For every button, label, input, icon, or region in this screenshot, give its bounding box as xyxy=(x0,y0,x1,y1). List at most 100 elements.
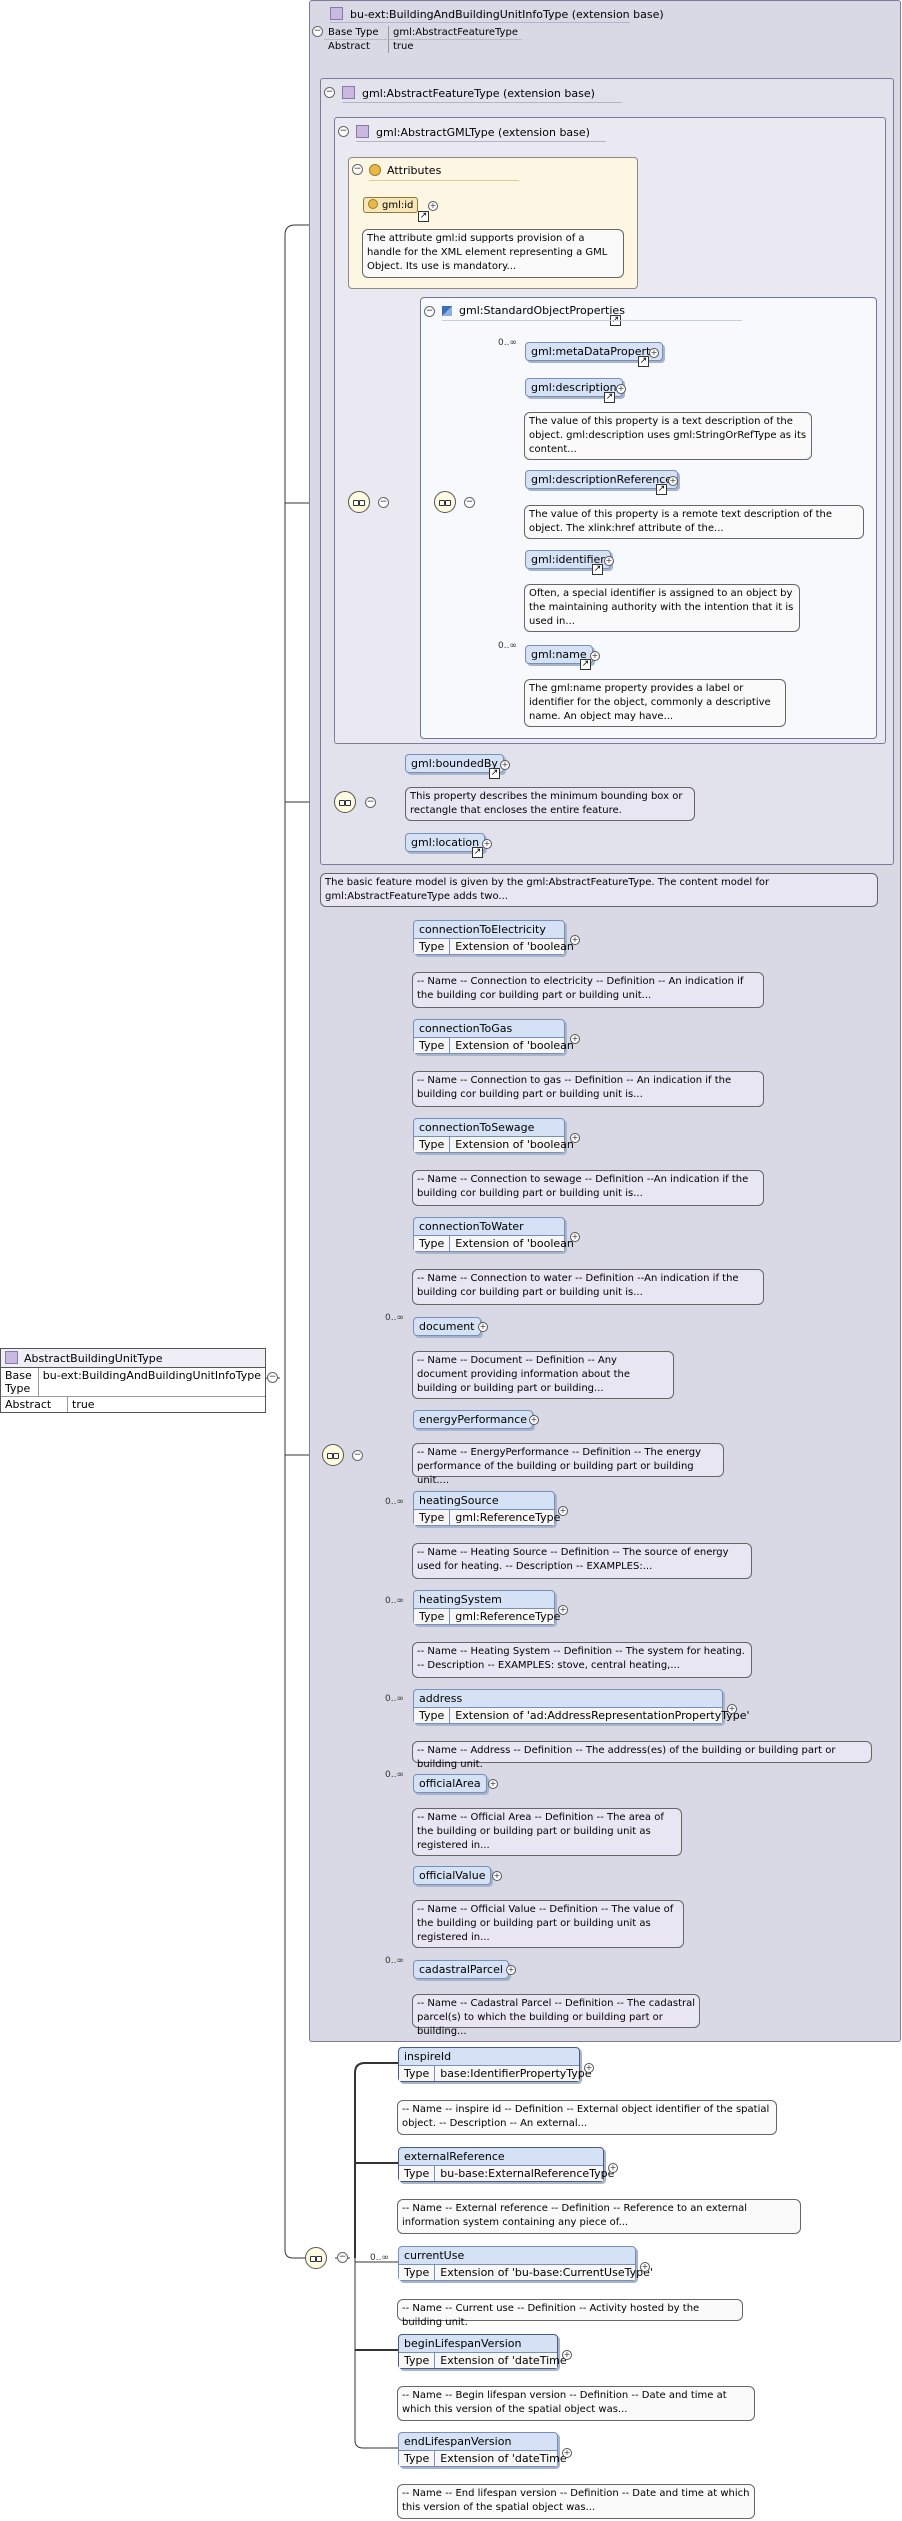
element-name: currentUse xyxy=(404,2249,465,2262)
base-type-collapse-toggle[interactable]: − xyxy=(312,26,323,37)
root-type-box[interactable]: AbstractBuildingUnitType Base Type bu-ex… xyxy=(0,1348,266,1413)
expand-icon[interactable]: + xyxy=(488,1779,498,1789)
expand-icon[interactable]: + xyxy=(640,2262,650,2272)
expand-icon[interactable]: + xyxy=(492,1871,502,1881)
occurrence-label: 0..∞ xyxy=(370,2253,389,2263)
element-document[interactable]: document xyxy=(413,1317,481,1336)
sequence-collapse-toggle[interactable]: − xyxy=(365,797,376,808)
expand-icon[interactable]: + xyxy=(500,760,510,770)
expand-icon[interactable]: + xyxy=(668,476,678,486)
attributes-collapse-toggle[interactable]: − xyxy=(352,164,363,175)
gml-id-expand-icon[interactable]: + xyxy=(428,201,438,211)
expand-icon[interactable]: + xyxy=(570,935,580,945)
element-gml-location[interactable]: gml:location xyxy=(405,833,486,852)
element-gml-description[interactable]: gml:description xyxy=(525,378,623,397)
gml-id-attribute[interactable]: gml:id xyxy=(363,197,419,213)
reference-icon[interactable]: ↗ xyxy=(580,659,591,670)
sequence-collapse-toggle[interactable]: − xyxy=(378,497,389,508)
expand-icon[interactable]: + xyxy=(529,1415,539,1425)
element-cadastralparcel[interactable]: cadastralParcel xyxy=(413,1960,509,1979)
element-officialarea[interactable]: officialArea xyxy=(413,1774,487,1793)
element-gml-descriptionreference[interactable]: gml:descriptionReference xyxy=(525,470,679,489)
sequence-icon[interactable] xyxy=(322,1444,344,1466)
reference-icon[interactable]: ↗ xyxy=(472,847,483,858)
expand-icon[interactable]: + xyxy=(608,2163,618,2173)
reference-icon[interactable]: ↗ xyxy=(638,356,649,367)
reference-icon[interactable]: ↗ xyxy=(656,484,667,495)
reference-icon[interactable]: ↗ xyxy=(592,564,603,575)
sequence-icon[interactable] xyxy=(305,2247,327,2269)
type-label: Type xyxy=(414,1236,451,1251)
element-name: connectionToGas xyxy=(419,1022,513,1035)
type-label: Type xyxy=(414,1708,451,1723)
element-name: energyPerformance xyxy=(419,1413,528,1426)
element-name: officialArea xyxy=(419,1777,481,1790)
expand-icon[interactable]: + xyxy=(584,2063,594,2073)
element-energyperformance[interactable]: energyPerformance xyxy=(413,1410,534,1429)
expand-icon[interactable]: + xyxy=(590,651,600,661)
occurrence-label: 0..∞ xyxy=(385,1770,404,1780)
expand-icon[interactable]: + xyxy=(558,1506,568,1516)
element-gml-name[interactable]: gml:name xyxy=(525,645,593,664)
expand-icon[interactable]: + xyxy=(562,2350,572,2360)
extension-icon xyxy=(330,7,343,20)
expand-icon[interactable]: + xyxy=(570,1133,580,1143)
element-gml-boundedby[interactable]: gml:boundedBy xyxy=(405,754,504,773)
element-type: Extension of 'dateTime' xyxy=(440,2452,570,2465)
base-type-title: bu-ext:BuildingAndBuildingUnitInfoType (… xyxy=(350,8,664,21)
sequence-icon[interactable] xyxy=(434,491,456,513)
expand-icon[interactable]: + xyxy=(570,1232,580,1242)
expand-icon[interactable]: + xyxy=(482,839,492,849)
complex-type-icon xyxy=(5,1351,18,1364)
element-gml-identifier[interactable]: gml:identifier xyxy=(525,550,611,569)
abstract-gml-collapse-toggle[interactable]: − xyxy=(338,126,349,137)
reference-icon[interactable]: ↗ xyxy=(604,392,615,403)
expand-icon[interactable]: + xyxy=(558,1605,568,1615)
element-officialvalue[interactable]: officialValue xyxy=(413,1866,492,1885)
expand-icon[interactable]: + xyxy=(727,1704,737,1714)
sequence-collapse-toggle[interactable]: − xyxy=(464,497,475,508)
element-gml-metadataproperty[interactable]: gml:metaDataProperty xyxy=(525,342,663,361)
gml-descriptionreference-doc: The value of this property is a remote t… xyxy=(524,505,864,539)
expand-icon[interactable]: + xyxy=(604,556,614,566)
gml-id-reference-icon[interactable]: ↗ xyxy=(418,211,429,222)
expand-icon[interactable]: + xyxy=(649,348,659,358)
standard-object-collapse-toggle[interactable]: − xyxy=(424,306,435,317)
root-base-type-key: Base Type xyxy=(1,1368,39,1396)
abstract-feature-collapse-toggle[interactable]: − xyxy=(324,87,335,98)
root-collapse-toggle[interactable]: − xyxy=(267,1372,278,1383)
expand-icon[interactable]: + xyxy=(506,1965,516,1975)
sequence-collapse-toggle[interactable]: − xyxy=(352,1450,363,1461)
heatingsystem-doc: -- Name -- Heating System -- Definition … xyxy=(412,1642,752,1678)
expand-icon[interactable]: + xyxy=(570,1034,580,1044)
expand-icon[interactable]: + xyxy=(478,1322,488,1332)
element-name: gml:metaDataProperty xyxy=(531,345,657,358)
extension-icon xyxy=(342,86,355,99)
expand-icon[interactable]: + xyxy=(616,384,626,394)
element-name: heatingSource xyxy=(419,1494,499,1507)
expand-icon[interactable]: + xyxy=(562,2448,572,2458)
reference-icon[interactable]: ↗ xyxy=(489,768,500,779)
base-type-basetype-key: Base Type xyxy=(324,26,389,39)
sequence-icon[interactable] xyxy=(334,791,356,813)
sequence-icon[interactable] xyxy=(348,491,370,513)
connectiontosewage-doc: -- Name -- Connection to sewage -- Defin… xyxy=(412,1170,764,1206)
sequence-collapse-toggle[interactable]: − xyxy=(337,2252,348,2263)
